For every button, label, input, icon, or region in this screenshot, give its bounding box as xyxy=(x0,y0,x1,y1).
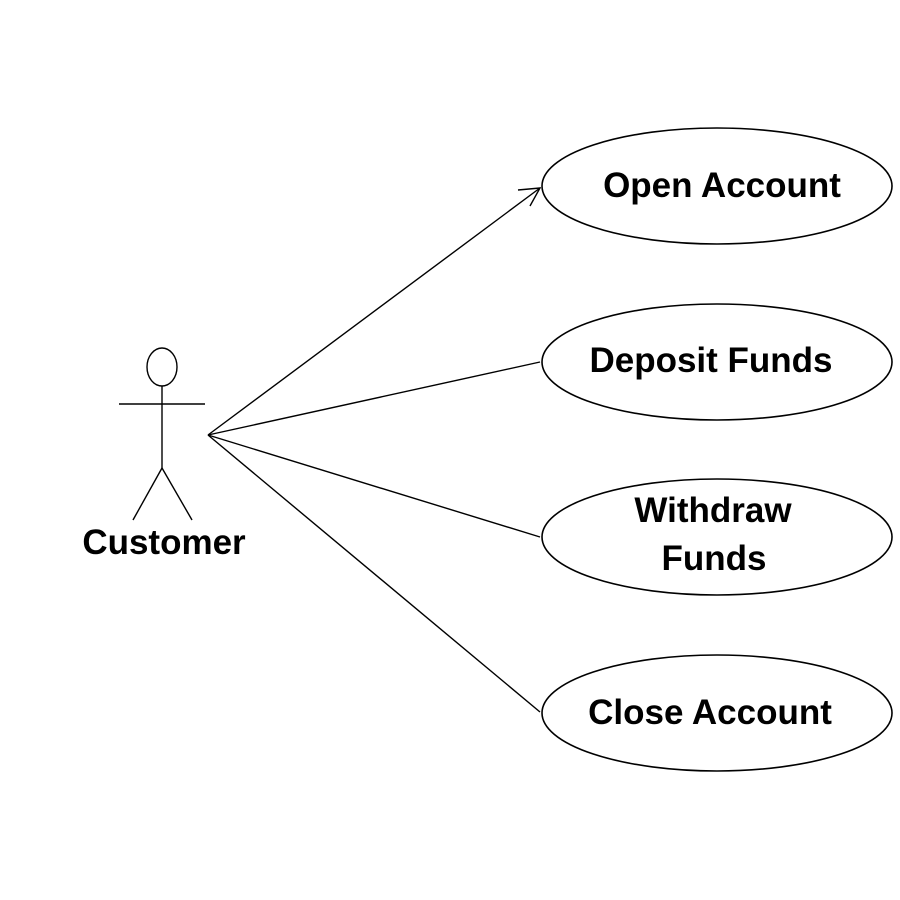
associations xyxy=(207,187,542,713)
association-arrowhead xyxy=(517,187,542,207)
use-case-ellipse xyxy=(541,478,893,596)
use-case-deposit-funds[interactable]: Deposit Funds xyxy=(541,303,893,421)
use-case-ellipse xyxy=(541,654,893,772)
association-deposit-funds xyxy=(207,361,541,436)
use-case-close-account[interactable]: Close Account xyxy=(541,654,893,772)
use-case-label-line-2: Funds xyxy=(662,539,767,578)
actor-left-leg xyxy=(132,467,163,521)
use-case-label-line-1: Withdraw xyxy=(634,491,792,530)
use-case-ellipse xyxy=(541,127,893,245)
use-case-label: Deposit Funds xyxy=(589,341,832,380)
actor-head-icon xyxy=(146,347,178,387)
association-withdraw-funds xyxy=(207,434,541,538)
association-open-account xyxy=(207,187,541,436)
use-case-label: Close Account xyxy=(588,693,832,732)
association-close-account xyxy=(207,434,541,713)
use-case-label: Open Account xyxy=(603,166,841,205)
use-case-withdraw-funds[interactable]: Withdraw Funds xyxy=(541,478,893,596)
actor-customer[interactable]: Customer xyxy=(82,347,246,562)
use-case-ellipse xyxy=(541,303,893,421)
actor-right-leg xyxy=(161,467,193,521)
use-case-open-account[interactable]: Open Account xyxy=(541,127,893,245)
actor-name: Customer xyxy=(82,523,246,562)
